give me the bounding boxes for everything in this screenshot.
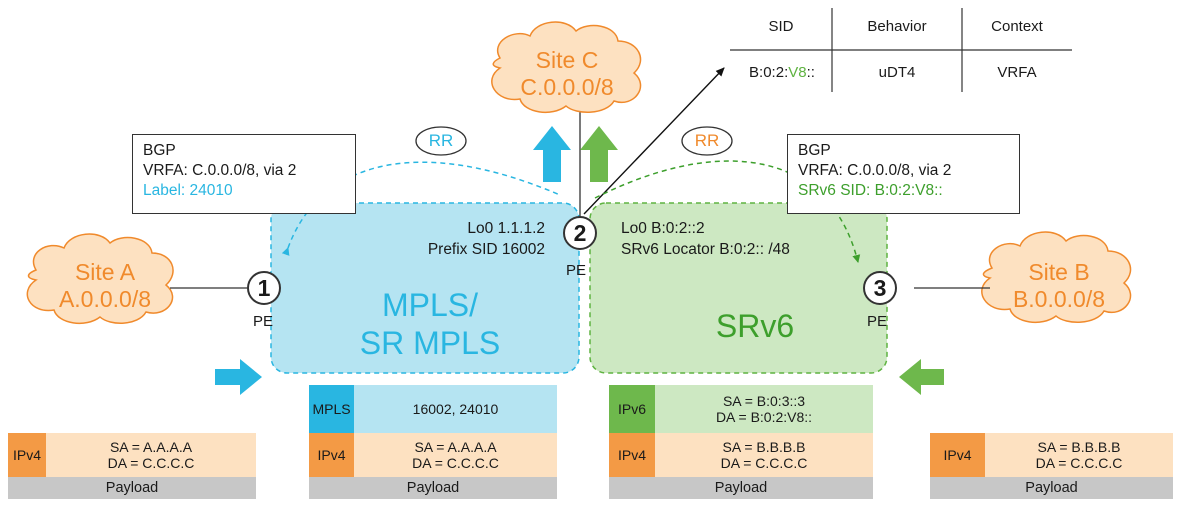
packet-4-sa: SA = B.B.B.B xyxy=(1037,439,1121,455)
packet-2-sa: SA = A.A.A.A xyxy=(414,439,497,455)
traffic-left-arrow-green xyxy=(899,359,944,395)
packet-1-ipv4-tag: IPv4 xyxy=(8,433,46,477)
packet-2-mpls-labels: 16002, 24010 xyxy=(412,401,499,417)
traffic-right-arrow-cyan xyxy=(215,359,262,395)
site-a-name: Site A xyxy=(74,259,136,285)
mpls-lo0: Lo0 1.1.1.2 xyxy=(467,220,545,237)
node-3-pe-label: PE xyxy=(867,313,888,330)
packet-3-sa: SA = B.B.B.B xyxy=(722,439,806,455)
packet-3-da: DA = C.C.C.C xyxy=(720,455,808,471)
mpls-domain-area xyxy=(270,202,580,374)
packet-1-payload: Payload xyxy=(8,477,256,499)
bgp-right-box: BGP VRFA: C.0.0.0/8, via 2 SRv6 SID: B:0… xyxy=(787,134,1020,214)
site-c-label: Site C C.0.0.0/8 xyxy=(504,47,630,101)
packet-3-ipv4-tag: IPv4 xyxy=(609,433,655,477)
site-a-label: Site A A.0.0.0/8 xyxy=(46,259,164,313)
traffic-up-arrow-green xyxy=(580,126,618,182)
packet-2-da: DA = C.C.C.C xyxy=(412,455,499,471)
packet-4-da: DA = C.C.C.C xyxy=(1035,455,1123,471)
sid-table-header-sid: SID xyxy=(768,18,794,35)
bgp-right-route: VRFA: C.0.0.0/8, via 2 xyxy=(798,162,952,179)
node-2: 2 xyxy=(563,216,597,250)
mpls-prefix-sid: Prefix SID 16002 xyxy=(427,241,545,258)
packet-2-ipv4-header: IPv4 SA = A.A.A.A DA = C.C.C.C xyxy=(309,433,557,477)
rr-right-advertisement-arc xyxy=(594,160,861,263)
srv6-node2-info: Lo0 B:0:2::2 SRv6 Locator B:0:2:: /48 xyxy=(621,218,861,260)
node-1-pe-label: PE xyxy=(253,313,274,330)
packet-2-ipv4-body: SA = A.A.A.A DA = C.C.C.C xyxy=(354,433,557,477)
rr-left-advertisement-arc xyxy=(281,161,561,256)
packet-1-sa: SA = A.A.A.A xyxy=(109,439,193,455)
site-a-prefix: A.0.0.0/8 xyxy=(58,286,152,312)
packet-4-payload: Payload xyxy=(930,477,1173,499)
srv6-lo0: Lo0 B:0:2::2 xyxy=(621,220,705,237)
route-reflector-left xyxy=(415,126,467,156)
sid-prefix: B:0:2: xyxy=(749,64,789,81)
packet-2-ipv4-tag: IPv4 xyxy=(309,433,354,477)
packet-1-ipv4-header: IPv4 SA = A.A.A.A DA = C.C.C.C xyxy=(8,433,256,477)
bgp-left-label: Label: 24010 xyxy=(143,182,233,199)
bgp-right-sid: SRv6 SID: B:0:2:V8:: xyxy=(798,182,943,199)
packet-4-ipv4-body: SA = B.B.B.B DA = C.C.C.C xyxy=(985,433,1173,477)
srv6-locator: SRv6 Locator B:0:2:: /48 xyxy=(621,241,790,258)
route-reflector-right xyxy=(681,126,733,156)
site-c-prefix: C.0.0.0/8 xyxy=(520,74,614,100)
site-b-prefix: B.0.0.0/8 xyxy=(1012,286,1106,312)
packet-3-ipv4-body: SA = B.B.B.B DA = C.C.C.C xyxy=(655,433,873,477)
packet-3-ipv6-header: IPv6 SA = B:0:3::3 DA = B:0:2:V8:: xyxy=(609,385,873,433)
bgp-left-title: BGP xyxy=(143,142,176,159)
packet-1-da: DA = C.C.C.C xyxy=(107,455,195,471)
bgp-right-title: BGP xyxy=(798,142,831,159)
sid-table-header-behavior: Behavior xyxy=(867,18,927,35)
site-a-cloud xyxy=(26,233,174,325)
site-c-name: Site C xyxy=(535,47,599,73)
bgp-left-box: BGP VRFA: C.0.0.0/8, via 2 Label: 24010 xyxy=(132,134,356,214)
packet-2-mpls-tag: MPLS xyxy=(309,385,354,433)
site-b-name: Site B xyxy=(1028,259,1090,285)
packet-2-mpls-header: MPLS 16002, 24010 xyxy=(309,385,557,433)
packet-3-v6-da: DA = B:0:2:V8:: xyxy=(715,409,813,425)
mpls-node2-info: Lo0 1.1.1.2 Prefix SID 16002 xyxy=(380,218,545,260)
site-c-cloud xyxy=(491,21,642,114)
node-2-pe-label: PE xyxy=(566,262,587,279)
sid-table-cell-behavior: uDT4 xyxy=(878,64,916,81)
mpls-domain-line2: SR MPLS xyxy=(359,325,501,361)
mpls-domain-label: MPLS/ SR MPLS xyxy=(330,286,530,362)
site-b-cloud xyxy=(981,231,1132,324)
sid-table-header-context: Context xyxy=(991,18,1043,35)
packet-4-ipv4-tag: IPv4 xyxy=(930,433,985,477)
bgp-left-route: VRFA: C.0.0.0/8, via 2 xyxy=(143,162,297,179)
packet-1-ipv4-body: SA = A.A.A.A DA = C.C.C.C xyxy=(46,433,256,477)
packet-3-ipv4-header: IPv4 SA = B.B.B.B DA = C.C.C.C xyxy=(609,433,873,477)
packet-3-ipv6-tag: IPv6 xyxy=(609,385,655,433)
packet-3-v6-sa: SA = B:0:3::3 xyxy=(722,393,806,409)
node-1: 1 xyxy=(247,271,281,305)
packet-4-ipv4-header: IPv4 SA = B.B.B.B DA = C.C.C.C xyxy=(930,433,1173,477)
sid-pointer-arrow xyxy=(583,67,725,215)
srv6-domain-area xyxy=(589,202,888,374)
srv6-domain-label: SRv6 xyxy=(715,308,795,344)
traffic-up-arrow-cyan xyxy=(533,126,571,182)
packet-3-ipv6-body: SA = B:0:3::3 DA = B:0:2:V8:: xyxy=(655,385,873,433)
rr-left-label: RR xyxy=(428,131,454,150)
sid-function-highlight: V8 xyxy=(788,64,807,81)
mpls-domain-line1: MPLS/ xyxy=(381,287,479,323)
sid-suffix: :: xyxy=(806,64,815,81)
sid-table-cell-context: VRFA xyxy=(997,64,1037,81)
packet-2-payload: Payload xyxy=(309,477,557,499)
sid-table-cell-sid: B:0:2:V8:: xyxy=(732,64,832,81)
site-b-label: Site B B.0.0.0/8 xyxy=(998,259,1120,313)
rr-right-label: RR xyxy=(694,131,720,150)
node-3: 3 xyxy=(863,271,897,305)
packet-3-payload: Payload xyxy=(609,477,873,499)
